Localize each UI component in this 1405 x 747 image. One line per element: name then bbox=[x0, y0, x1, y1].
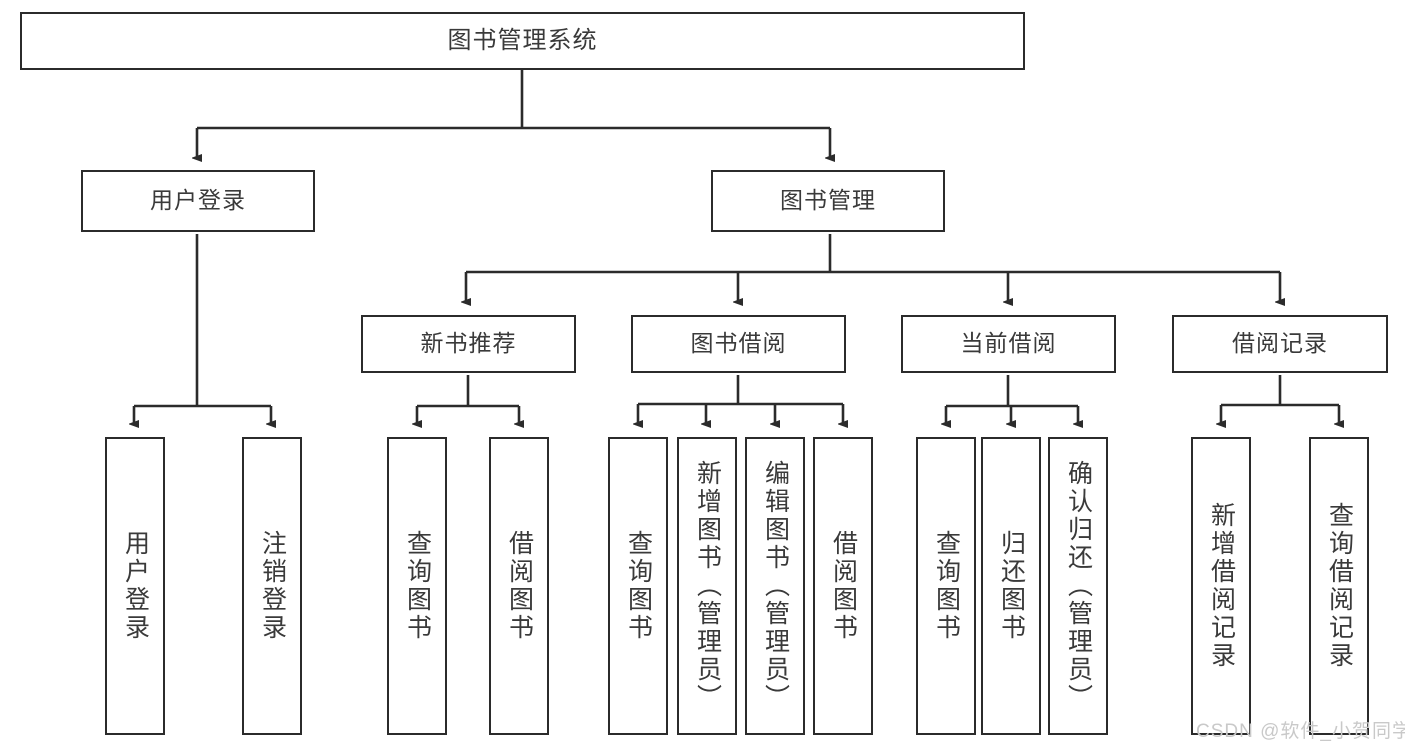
leaf-label: 查询图书 bbox=[624, 530, 653, 642]
csdn-watermark: CSDN @软件_小贺同学 bbox=[1196, 721, 1405, 742]
leaf-label: 用户登录 bbox=[121, 530, 150, 642]
leaf-borrow-record-query[interactable]: 查询借阅记录 bbox=[1309, 437, 1369, 735]
leaf-label: 借阅图书 bbox=[829, 530, 858, 642]
leaf-book-borrow-query[interactable]: 查询图书 bbox=[608, 437, 668, 735]
leaf-borrow-record-add[interactable]: 新增借阅记录 bbox=[1191, 437, 1251, 735]
leaf-label: 查询图书 bbox=[932, 530, 961, 642]
leaf-book-borrow-add[interactable]: 新增图书（管理员） bbox=[677, 437, 737, 735]
node-current-borrow[interactable]: 当前借阅 bbox=[901, 315, 1116, 373]
node-user-login[interactable]: 用户登录 bbox=[81, 170, 315, 232]
node-borrow-record[interactable]: 借阅记录 bbox=[1172, 315, 1388, 373]
node-new-book-recommend[interactable]: 新书推荐 bbox=[361, 315, 576, 373]
leaf-user-login-login[interactable]: 用户登录 bbox=[105, 437, 165, 735]
node-book-manage[interactable]: 图书管理 bbox=[711, 170, 945, 232]
leaf-label: 查询借阅记录 bbox=[1325, 502, 1354, 670]
leaf-new-book-query[interactable]: 查询图书 bbox=[387, 437, 447, 735]
leaf-label: 新增借阅记录 bbox=[1207, 502, 1236, 670]
leaf-label: 查询图书 bbox=[403, 530, 432, 642]
leaf-current-borrow-confirm[interactable]: 确认归还（管理员） bbox=[1048, 437, 1108, 735]
leaf-new-book-borrow[interactable]: 借阅图书 bbox=[489, 437, 549, 735]
leaf-book-borrow-borrow[interactable]: 借阅图书 bbox=[813, 437, 873, 735]
leaf-label: 编辑图书（管理员） bbox=[761, 460, 790, 712]
node-book-borrow[interactable]: 图书借阅 bbox=[631, 315, 846, 373]
leaf-label: 新增图书（管理员） bbox=[693, 460, 722, 712]
node-root-system[interactable]: 图书管理系统 bbox=[20, 12, 1025, 70]
leaf-current-borrow-query[interactable]: 查询图书 bbox=[916, 437, 976, 735]
leaf-label: 归还图书 bbox=[997, 530, 1026, 642]
leaf-book-borrow-edit[interactable]: 编辑图书（管理员） bbox=[745, 437, 805, 735]
leaf-label: 确认归还（管理员） bbox=[1064, 460, 1093, 712]
leaf-current-borrow-return[interactable]: 归还图书 bbox=[981, 437, 1041, 735]
leaf-label: 借阅图书 bbox=[505, 530, 534, 642]
leaf-label: 注销登录 bbox=[258, 530, 287, 642]
leaf-user-login-logout[interactable]: 注销登录 bbox=[242, 437, 302, 735]
